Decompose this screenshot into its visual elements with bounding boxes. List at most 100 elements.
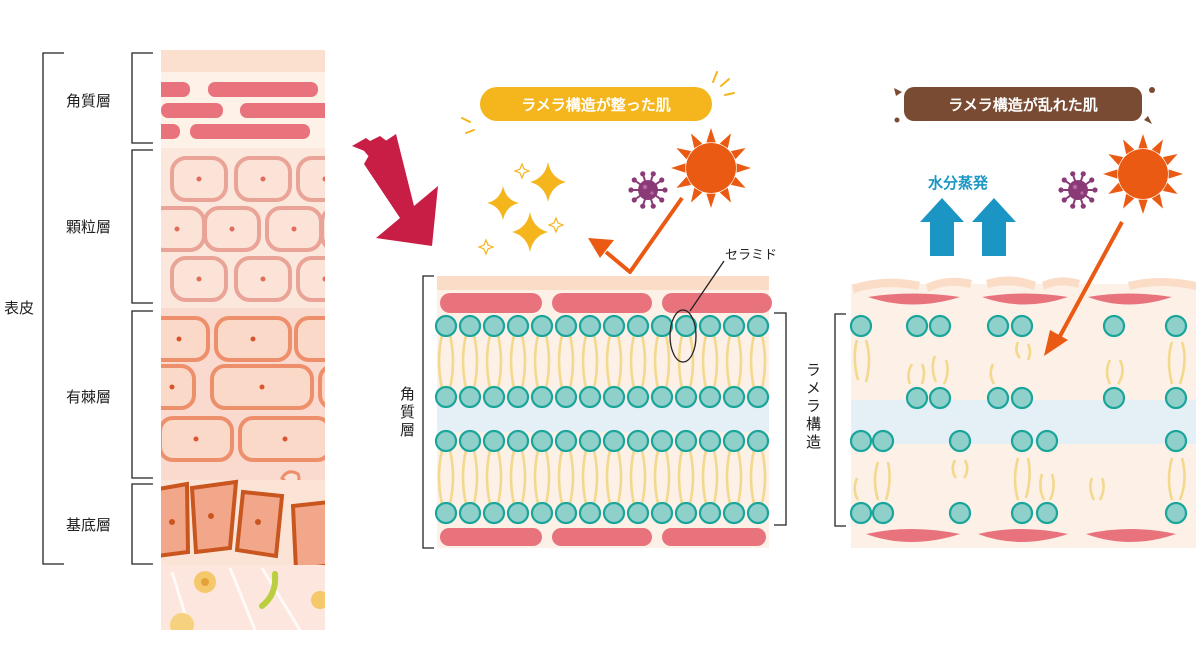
damaged-skin-banner-text: ラメラ構造が乱れた肌 xyxy=(948,95,1098,114)
granular-cell xyxy=(296,156,325,202)
reflected-uv-arrow xyxy=(588,196,684,274)
ceramide-head xyxy=(578,501,602,525)
sun-icon xyxy=(1103,134,1183,214)
dermis xyxy=(170,567,325,630)
ceramide-head xyxy=(506,429,530,453)
ceramide-head xyxy=(928,386,952,410)
stratum-corneum-label: 角質層 xyxy=(66,92,112,110)
healthy-skin-banner-text: ラメラ構造が整った肌 xyxy=(521,95,671,114)
ceramide-head xyxy=(905,386,929,410)
ceramide-head xyxy=(849,429,873,453)
penetrating-uv-arrow xyxy=(1044,221,1124,356)
spinous-cells xyxy=(161,316,325,488)
damaged-lamellar-panel xyxy=(849,276,1196,548)
ceramide-head xyxy=(458,314,482,338)
ceramide-head xyxy=(1164,429,1188,453)
ceramide-head xyxy=(871,429,895,453)
ceramide-head xyxy=(698,429,722,453)
ceramide-head xyxy=(746,314,770,338)
lamellar-vertical-label: ラメラ構造 xyxy=(804,362,822,452)
corneum-cells xyxy=(161,82,325,139)
ceramide-head xyxy=(626,385,650,409)
ceramide-head xyxy=(626,429,650,453)
ceramide-head xyxy=(746,429,770,453)
ceramide-head xyxy=(626,501,650,525)
ceramide-head xyxy=(1164,386,1188,410)
ceramide-head xyxy=(434,429,458,453)
ceramide-callout xyxy=(669,260,725,363)
stratum-spinosum-label: 有棘層 xyxy=(66,388,112,406)
ceramide-head xyxy=(458,385,482,409)
ceramide-head xyxy=(602,501,626,525)
ceramide-head xyxy=(530,385,554,409)
ceramide-head xyxy=(482,429,506,453)
ceramide-head xyxy=(905,314,929,338)
spinous-cell xyxy=(294,316,325,362)
layer-brackets xyxy=(42,52,153,565)
virus-icon xyxy=(628,171,668,209)
ceramide-head xyxy=(674,501,698,525)
ceramide-head xyxy=(849,501,873,525)
ceramide-head xyxy=(1102,386,1126,410)
panel-brackets xyxy=(422,275,787,549)
sparkle-icon xyxy=(477,162,566,256)
healthy-skin-banner: ラメラ構造が整った肌 xyxy=(480,87,712,121)
healthy-lamellar-panel xyxy=(434,276,772,548)
ceramide-head xyxy=(698,314,722,338)
ceramide-head xyxy=(650,429,674,453)
ceramide-head xyxy=(746,385,770,409)
stratum-granulosum-label: 顆粒層 xyxy=(66,218,112,236)
ceramide-head xyxy=(698,501,722,525)
stratum-basale-label: 基底層 xyxy=(66,516,112,534)
virus-icon xyxy=(1058,171,1098,209)
ceramide-head xyxy=(746,501,770,525)
ceramide-head xyxy=(674,314,698,338)
ceramide-head xyxy=(626,314,650,338)
ceramide-head xyxy=(578,385,602,409)
granular-cells xyxy=(161,156,325,302)
ceramide-head xyxy=(578,314,602,338)
ceramide-head xyxy=(458,429,482,453)
ceramide-head xyxy=(1010,314,1034,338)
sun-icon xyxy=(671,128,751,208)
ceramide-head xyxy=(986,386,1010,410)
ceramide-head xyxy=(1010,429,1034,453)
basal-cells xyxy=(161,479,325,573)
ceramide-head xyxy=(674,429,698,453)
ceramide-head xyxy=(722,429,746,453)
ceramide-head xyxy=(1164,314,1188,338)
up-arrow-icon xyxy=(920,198,1016,256)
ceramide-head xyxy=(650,501,674,525)
ceramide-label: セラミド xyxy=(725,248,778,263)
corneum-vertical-label: 角質層 xyxy=(398,386,416,440)
ceramide-head xyxy=(482,385,506,409)
spinous-cell xyxy=(161,364,196,410)
ceramide-head xyxy=(434,314,458,338)
ceramide-head xyxy=(674,385,698,409)
ceramide-head xyxy=(1102,314,1126,338)
ceramide-head xyxy=(1010,386,1034,410)
ceramide-head xyxy=(1035,501,1059,525)
ceramide-head xyxy=(1164,501,1188,525)
skin-cross-section xyxy=(161,50,325,630)
ceramide-head xyxy=(698,385,722,409)
ceramide-head xyxy=(948,501,972,525)
ceramide-head xyxy=(602,385,626,409)
ceramide-head xyxy=(554,385,578,409)
ceramide-head xyxy=(1035,429,1059,453)
ceramide-head xyxy=(554,501,578,525)
ceramide-head xyxy=(650,314,674,338)
ceramide-head xyxy=(849,314,873,338)
down-right-arrow-icon xyxy=(352,134,438,246)
ceramide-head xyxy=(722,501,746,525)
banner-shine xyxy=(461,71,735,134)
ceramide-head xyxy=(530,501,554,525)
ceramide-head xyxy=(650,385,674,409)
ceramide-head xyxy=(482,314,506,338)
ceramide-head xyxy=(434,385,458,409)
ceramide-head xyxy=(928,314,952,338)
ceramide-head xyxy=(434,501,458,525)
ceramide-head xyxy=(948,429,972,453)
ceramide-head xyxy=(554,314,578,338)
